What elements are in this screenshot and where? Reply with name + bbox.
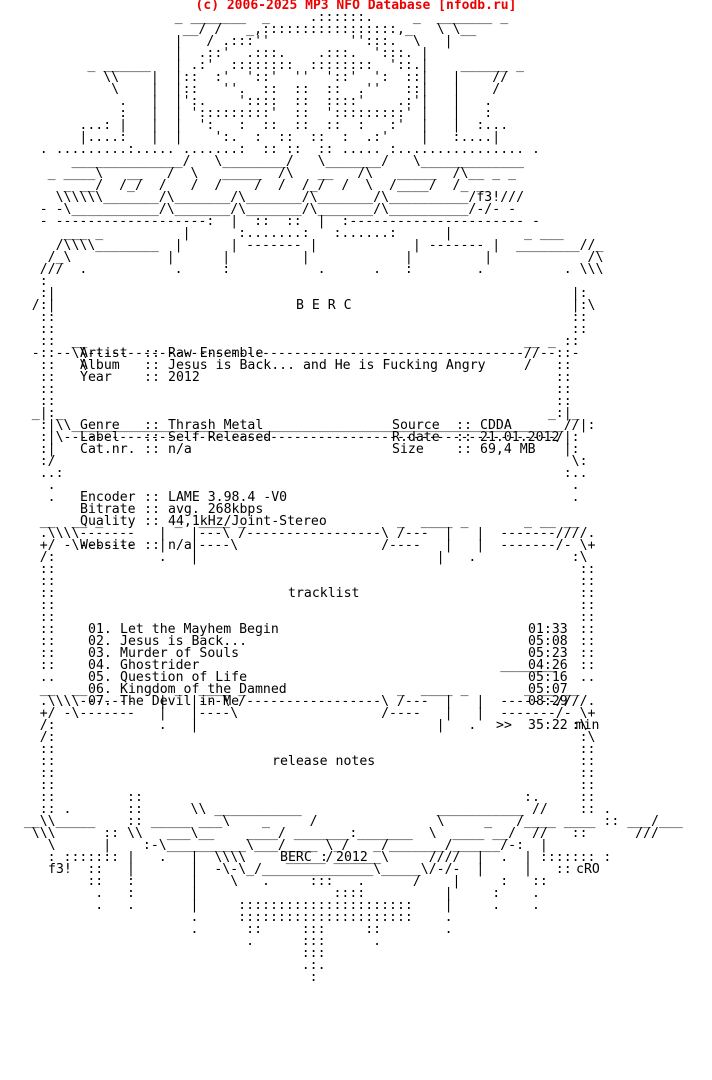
size-value: 69,4 MB <box>480 442 536 457</box>
bitrate-value: avg. 268kbps <box>168 502 264 517</box>
year-value: 2012 <box>168 370 200 385</box>
artist-value: Raw Ensemble <box>168 346 264 361</box>
rdate-label: R.date <box>392 430 440 445</box>
size-label: Size <box>392 442 424 457</box>
label-value: Self Released <box>168 430 272 445</box>
track-time: 05:23 <box>528 646 568 661</box>
track-title: Question of Life <box>120 670 248 685</box>
total-marker: >> <box>496 718 512 733</box>
encoder-label: Encoder <box>80 490 136 505</box>
year-sep: :: <box>144 370 160 385</box>
year-label: Year <box>80 370 112 385</box>
total-time: 35:22 min <box>528 718 600 733</box>
track-time: 05:08 <box>528 634 568 649</box>
label-sep: :: <box>144 430 160 445</box>
bitrate-label: Bitrate <box>80 502 136 517</box>
encoder-sep: :: <box>144 490 160 505</box>
track-title: Ghostrider <box>120 658 200 673</box>
catnr-sep: :: <box>144 442 160 457</box>
track-title: Murder of Souls <box>120 646 240 661</box>
footer-credit-right: cRO <box>576 862 600 877</box>
source-value: CDDA <box>480 418 512 433</box>
album-sep: :: <box>144 358 160 373</box>
tracklist-heading: tracklist <box>288 586 360 601</box>
genre-sep: :: <box>144 418 160 433</box>
track-number: 06. <box>88 682 112 697</box>
group-banner: B E R C <box>296 298 352 313</box>
rdate-sep: :: <box>456 430 472 445</box>
track-time: 05:07 <box>528 682 568 697</box>
track-title: Jesus is Back... <box>120 634 248 649</box>
quality-label: Quality <box>80 514 136 529</box>
track-number: 04. <box>88 658 112 673</box>
track-number: 03. <box>88 646 112 661</box>
genre-label: Genre <box>80 418 120 433</box>
source-label: Source <box>392 418 440 433</box>
source-sep: :: <box>456 418 472 433</box>
album-value: Jesus is Back... and He is Fucking Angry <box>168 358 486 373</box>
footer-year: 2012 <box>336 850 368 865</box>
encoder-value: LAME 3.98.4 -V0 <box>168 490 288 505</box>
track-time: 05:16 <box>528 670 568 685</box>
ascii-art-frame: _ _______ _ .::::::. _ _______ _ __/ / _… <box>23 10 683 985</box>
footer-credit-left: f3! <box>48 862 72 877</box>
footer-sep: : <box>320 850 328 865</box>
website-value: n/a <box>168 538 192 553</box>
label-label: Label <box>80 430 120 445</box>
catnr-value: n/a <box>168 442 192 457</box>
track-number: 05. <box>88 670 112 685</box>
genre-value: Thrash Metal <box>168 418 264 433</box>
album-label: Album <box>80 358 120 373</box>
track-time: 08:29 <box>528 694 568 709</box>
track-title: Kingdom of the Damned <box>120 682 287 697</box>
size-sep: :: <box>456 442 472 457</box>
rdate-value: 21.01.2012 <box>480 430 560 445</box>
artist-sep: :: <box>144 346 160 361</box>
quality-value: 44,1kHz/Joint-Stereo <box>168 514 327 529</box>
track-title: Let the Mayhem Begin <box>120 622 279 637</box>
site-header: (c) 2006-2025 MP3 NFO Database [nfodb.ru… <box>195 0 517 13</box>
website-sep: :: <box>144 538 160 553</box>
catnr-label: Cat.nr. <box>80 442 136 457</box>
track-number: 07. <box>88 694 112 709</box>
track-number: 01. <box>88 622 112 637</box>
track-time: 04:26 <box>528 658 568 673</box>
release-notes-heading: release notes <box>272 754 376 769</box>
quality-sep: :: <box>144 514 160 529</box>
website-label: Website <box>80 538 136 553</box>
bitrate-sep: :: <box>144 502 160 517</box>
footer-group: BERC <box>280 850 312 865</box>
track-time: 01:33 <box>528 622 568 637</box>
artist-label: Artist <box>80 346 128 361</box>
track-title: The Devil in Me <box>120 694 240 709</box>
track-number: 02. <box>88 634 112 649</box>
